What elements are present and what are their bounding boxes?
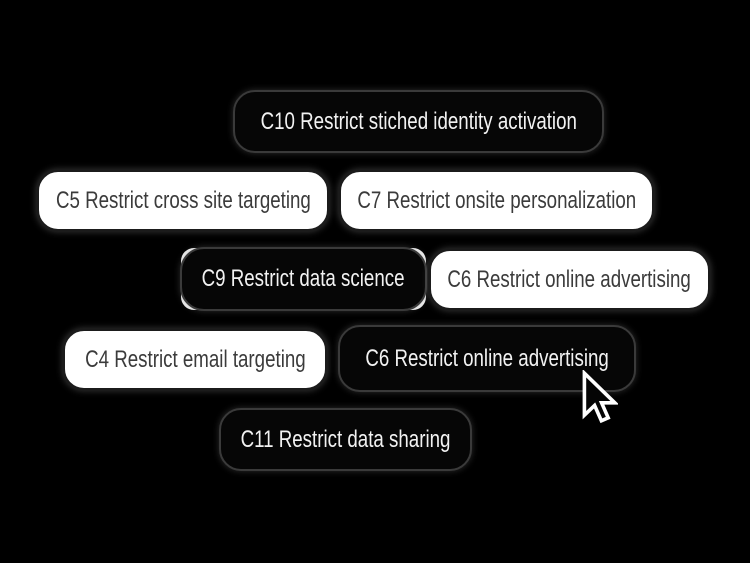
label-chip-text: C6 Restrict online advertising bbox=[365, 344, 609, 372]
label-chip-text: C5 Restrict cross site targeting bbox=[55, 186, 311, 214]
label-chip-c4[interactable]: C4 Restrict email targeting bbox=[62, 328, 328, 391]
label-chip-c9[interactable]: C9 Restrict data science bbox=[180, 247, 427, 311]
label-chip-c11[interactable]: C11 Restrict data sharing bbox=[219, 408, 472, 471]
label-chip-c7[interactable]: C7 Restrict onsite personalization bbox=[338, 169, 655, 232]
label-chip-text: C10 Restrict stiched identity activation bbox=[260, 107, 577, 135]
label-chip-text: C7 Restrict onsite personalization bbox=[357, 186, 636, 214]
label-chip-text: C4 Restrict email targeting bbox=[84, 345, 306, 373]
label-chip-c10[interactable]: C10 Restrict stiched identity activation bbox=[233, 90, 604, 153]
label-chip-text: C9 Restrict data science bbox=[202, 265, 405, 292]
label-chip-text: C6 Restrict online advertising bbox=[447, 265, 692, 293]
label-chip-c9-corner-accent: C9 Restrict data science bbox=[180, 247, 427, 311]
label-chip-text: C11 Restrict data sharing bbox=[240, 425, 451, 453]
label-chip-c5[interactable]: C5 Restrict cross site targeting bbox=[36, 169, 330, 232]
label-chip-c6-light[interactable]: C6 Restrict online advertising bbox=[428, 248, 711, 311]
label-chip-c6-dark[interactable]: C6 Restrict online advertising bbox=[338, 325, 636, 392]
